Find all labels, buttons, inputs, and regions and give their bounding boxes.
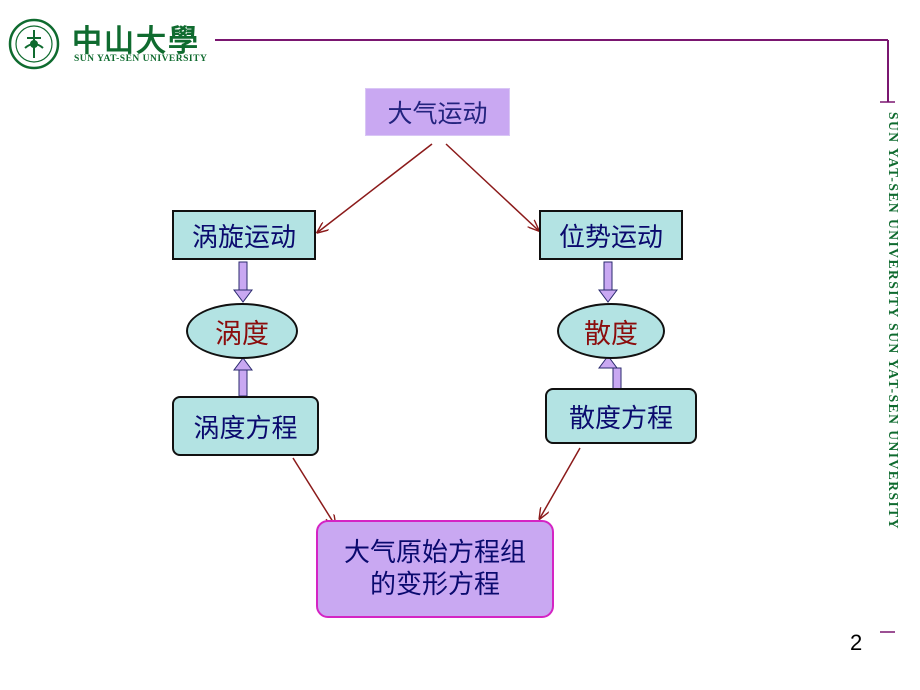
node-divergence: 散度 (557, 303, 665, 359)
arrow-top-to-left (318, 143, 433, 232)
node-vortex-motion: 涡旋运动 (172, 210, 316, 260)
university-name-cn: 中山大學 (72, 24, 200, 59)
node-divergence-equation: 散度方程 (545, 388, 697, 444)
node-vorticity-equation: 涡度方程 (172, 396, 319, 456)
node-transformed-line2: 的变形方程 (369, 570, 500, 600)
node-transformed-line1: 大气原始方程组 (343, 537, 526, 568)
block-arrow-right-down (598, 261, 618, 303)
block-arrow-right-up (598, 355, 622, 391)
node-atmospheric-motion: 大气运动 (365, 88, 510, 136)
university-seal-logo (8, 18, 60, 70)
arrow-left-eq-to-bottom (292, 457, 335, 525)
node-potential-motion: 位势运动 (539, 210, 683, 260)
arrow-top-to-right (445, 143, 538, 230)
block-arrow-left-down (233, 261, 253, 303)
node-transformed-equations: 大气原始方程组 的变形方程 (316, 520, 554, 618)
university-name-en: SUN YAT-SEN UNIVERSITY (74, 54, 208, 64)
block-arrow-left-up (233, 357, 253, 397)
vertical-university-name: SUN YAT-SEN UNIVERSITY SUN YAT-SEN UNIVE… (886, 112, 901, 530)
node-vorticity: 涡度 (186, 303, 298, 359)
arrow-right-eq-to-bottom (540, 447, 581, 518)
page-number: 2 (850, 630, 863, 655)
